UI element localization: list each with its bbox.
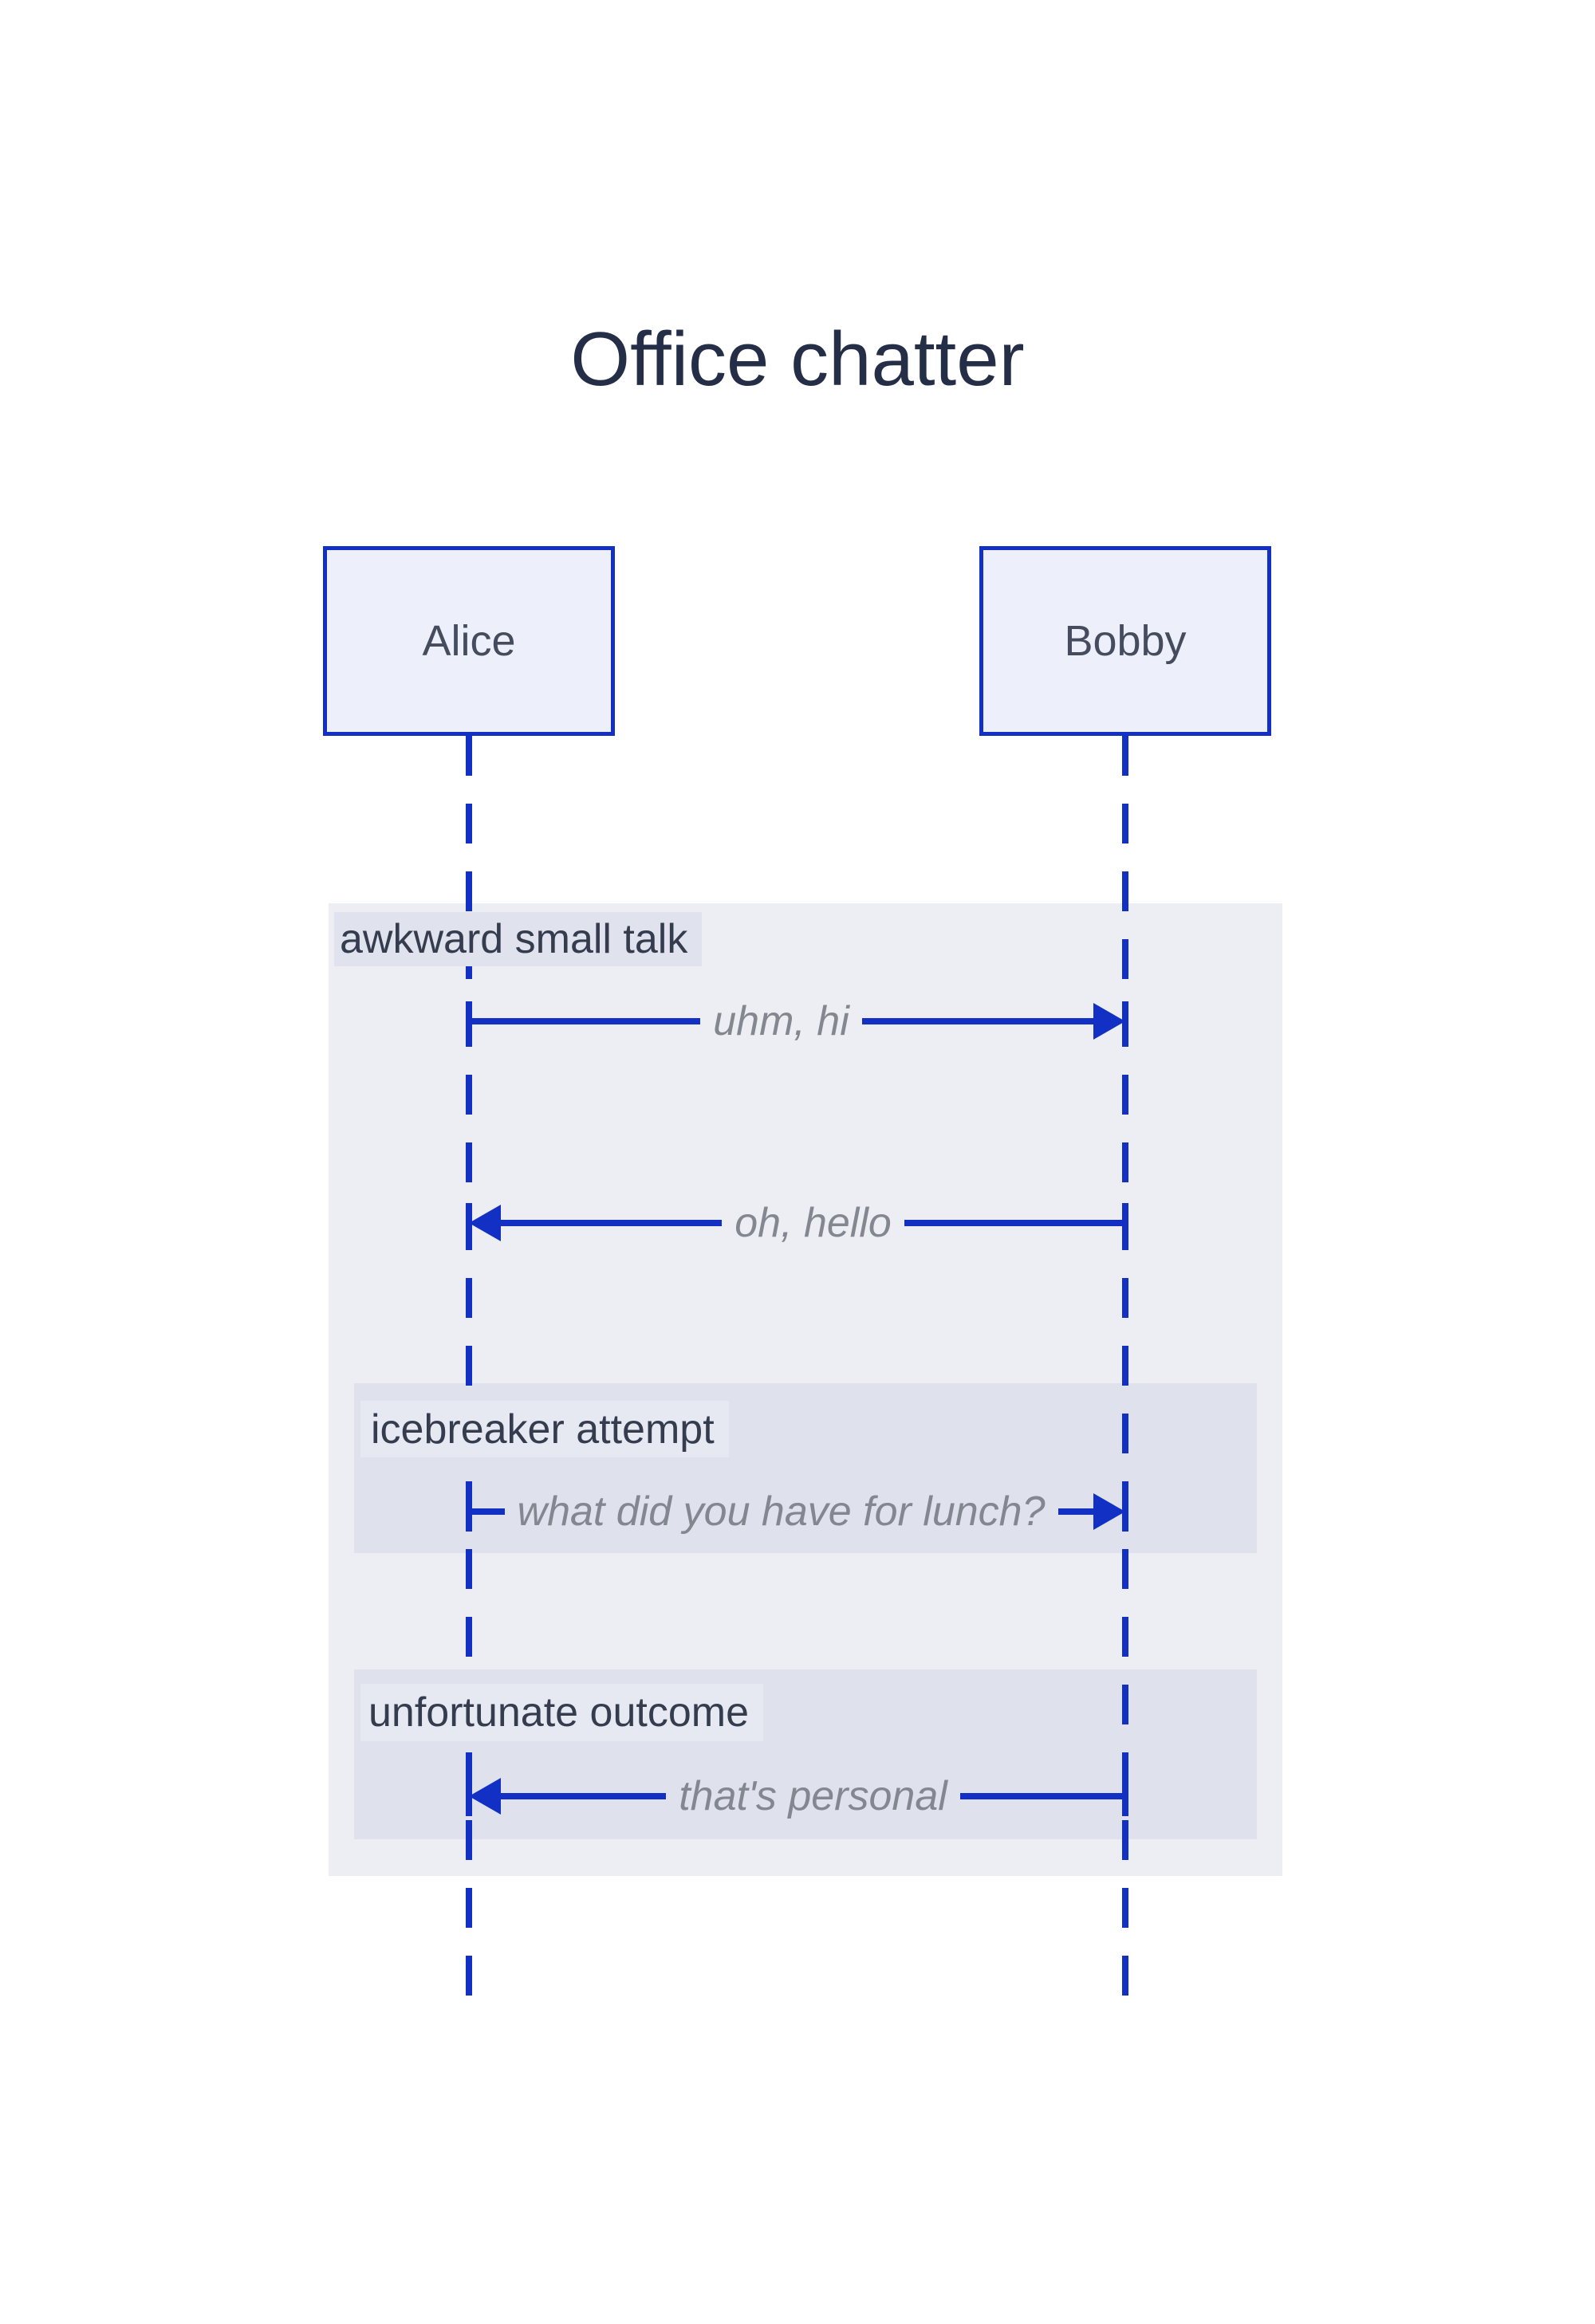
message-line: [469, 1508, 505, 1515]
arrowhead-left-icon: [469, 1778, 501, 1815]
group-label-unfortunate-outcome: unfortunate outcome: [360, 1684, 763, 1741]
actor-box-bobby: Bobby: [979, 546, 1271, 736]
message-arrow-oh-hello: oh, hello: [469, 1200, 1126, 1246]
message-label: that's personal: [679, 1773, 947, 1819]
actor-label-bobby: Bobby: [1064, 617, 1187, 665]
arrowhead-right-icon: [1093, 1003, 1125, 1040]
message-line: [469, 1018, 701, 1024]
group-label-awkward-small-talk: awkward small talk: [334, 912, 703, 966]
message-line: [861, 1018, 1093, 1024]
actor-box-alice: Alice: [323, 546, 615, 736]
lifeline-bobby: [1122, 736, 1128, 2001]
lifeline-alice: [466, 736, 472, 2001]
message-label: oh, hello: [734, 1200, 892, 1246]
message-line: [501, 1793, 667, 1799]
message-line: [904, 1220, 1126, 1226]
diagram-title: Office chatter: [570, 317, 1025, 402]
actor-label-alice: Alice: [422, 617, 516, 665]
message-line: [501, 1220, 723, 1226]
group-label-icebreaker-attempt: icebreaker attempt: [360, 1401, 729, 1457]
lifeline-dash: [1122, 1001, 1128, 1041]
arrowhead-left-icon: [469, 1205, 501, 1241]
message-line: [959, 1793, 1126, 1799]
message-label: what did you have for lunch?: [517, 1488, 1046, 1535]
message-label: uhm, hi: [713, 998, 849, 1044]
message-arrow-thats-personal: that's personal: [469, 1773, 1126, 1819]
message-arrow-uhm-hi: uhm, hi: [469, 998, 1125, 1044]
arrowhead-right-icon: [1093, 1493, 1126, 1530]
message-line: [1057, 1508, 1094, 1515]
message-arrow-what-did-you-have-for-lunch: what did you have for lunch?: [469, 1488, 1126, 1535]
